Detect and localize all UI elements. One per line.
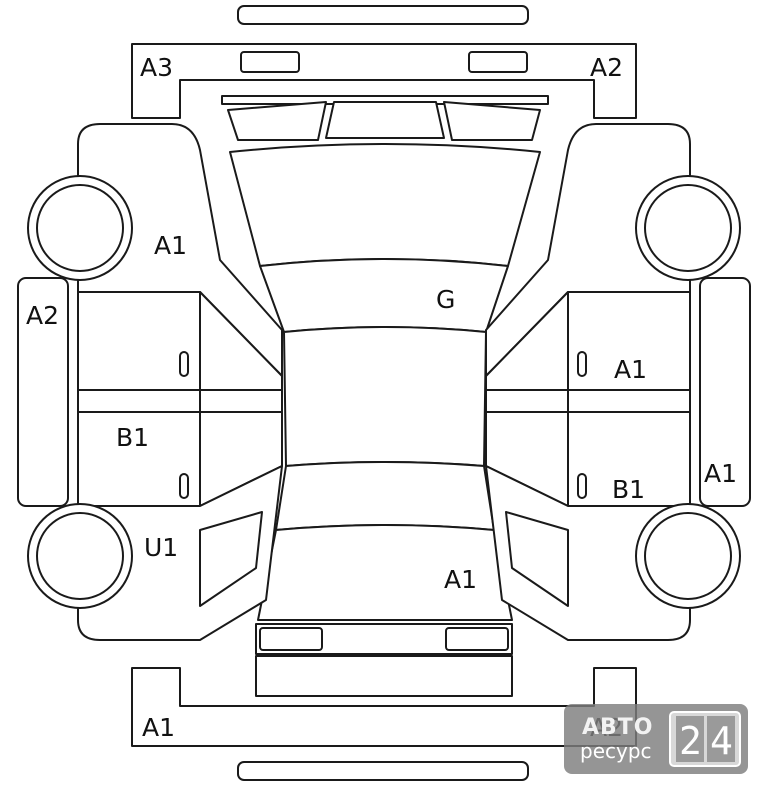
label-windshield: G [436,285,455,314]
label-left-front-fender: A1 [154,231,187,260]
rear-window [275,461,495,531]
left-fog-lamp [240,51,300,73]
label-front-bumper-left: A3 [140,53,173,82]
left-rear-wheel [27,503,133,609]
left-front-door [77,291,283,391]
right-front-door [485,291,691,391]
left-rear-handle [179,473,189,499]
grille [325,101,445,139]
left-pillar-strip [77,389,283,413]
watermark-digit-cell-2 [707,716,735,762]
right-headlamp [443,101,541,141]
watermark-digit-2: 4 [710,719,733,763]
left-front-wheel [27,175,133,281]
watermark-logo: АВТО ресурс 2 4 [564,704,748,774]
rear-bumper-strip [237,761,529,781]
right-fog-lamp [468,51,528,73]
right-front-fender [485,123,691,377]
left-tail-lamp [259,627,323,651]
right-tail-lamp [445,627,509,651]
rear-bumper [131,667,637,747]
watermark-digit-cell-1 [676,716,704,762]
left-headlamp [227,101,327,141]
label-right-sill: A1 [704,459,737,488]
label-right-front-door: A1 [614,355,647,384]
label-right-rear-door: B1 [612,475,645,504]
label-left-rear-door: B1 [116,423,149,452]
watermark-digit-1: 2 [679,719,702,763]
left-rear-glass-panel [199,511,263,607]
watermark-line2: ресурс [580,739,652,763]
label-left-sill: A2 [26,301,59,330]
right-pillar-strip [485,389,691,413]
windshield [259,258,509,333]
left-front-fender [77,123,283,377]
left-sill [17,277,69,507]
hood-front-edge [221,95,549,105]
label-rear-bumper-left: A1 [142,713,175,742]
hood [229,143,541,267]
label-left-rear-quarter: U1 [144,533,178,562]
watermark-line1: АВТО [582,715,654,740]
label-trunk-lid: A1 [444,565,477,594]
left-rear-quarter [77,465,283,641]
label-front-bumper-right: A2 [590,53,623,82]
right-rear-handle [577,473,587,499]
left-front-handle [179,351,189,377]
right-rear-quarter [485,465,691,641]
right-front-wheel [635,175,741,281]
roof [283,326,487,467]
right-rear-glass-panel [505,511,569,607]
right-sill [699,277,751,507]
license-plate-area [255,655,513,697]
right-rear-wheel [635,503,741,609]
front-bumper-strip [237,5,529,25]
right-front-handle [577,351,587,377]
